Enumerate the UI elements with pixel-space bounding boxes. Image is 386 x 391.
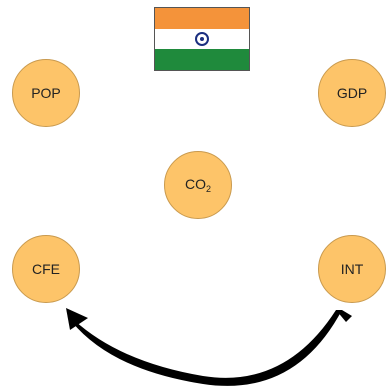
node-cfe: CFE bbox=[12, 235, 80, 303]
node-pop-label: POP bbox=[31, 85, 61, 101]
node-gdp-label: GDP bbox=[336, 85, 368, 101]
flag-green-stripe bbox=[155, 49, 249, 71]
arrow-head bbox=[66, 308, 88, 330]
node-co2-label-main: CO bbox=[184, 176, 206, 192]
arrow-body bbox=[72, 310, 342, 386]
india-flag-icon bbox=[154, 7, 250, 71]
node-int-label: INT bbox=[340, 261, 364, 277]
arrow-tail bbox=[336, 310, 352, 322]
flag-saffron-stripe bbox=[155, 8, 249, 29]
node-co2-label-subscript: 2 bbox=[205, 184, 211, 194]
node-pop: POP bbox=[12, 59, 80, 127]
node-co2-label: CO2 bbox=[185, 176, 211, 194]
node-co2: CO2 bbox=[164, 151, 232, 219]
ashoka-chakra-icon bbox=[195, 32, 209, 46]
flag-white-stripe bbox=[155, 28, 249, 50]
node-cfe-label: CFE bbox=[32, 261, 60, 277]
node-int: INT bbox=[318, 235, 386, 303]
